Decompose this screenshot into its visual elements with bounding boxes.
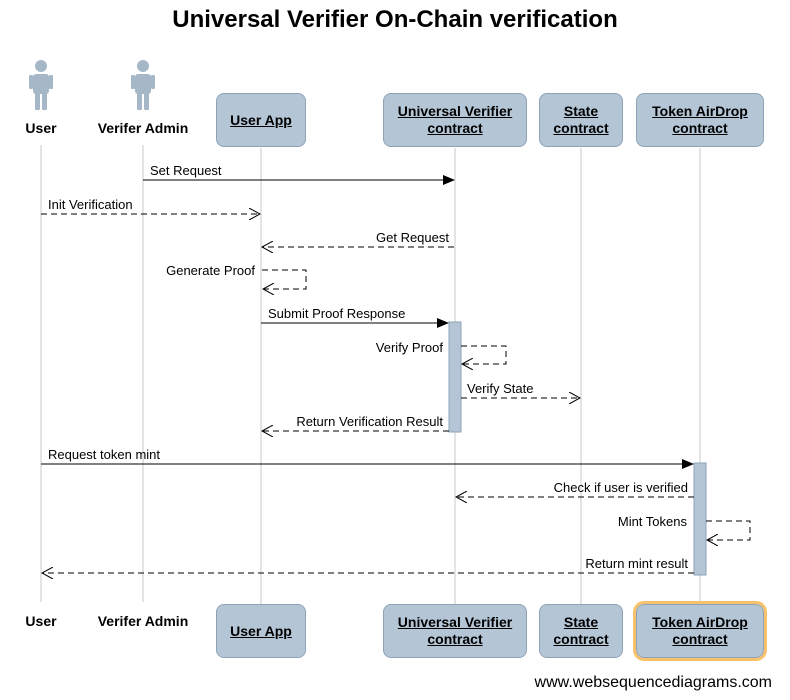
participant-airdrop-top[interactable]: Token AirDrop contract <box>636 93 764 147</box>
actor-admin-label-top: Verifer Admin <box>97 120 189 136</box>
participant-state-label-line2: contract <box>553 631 609 647</box>
msg-init-verification-label: Init Verification <box>48 197 133 212</box>
participant-uv-label-line2: contract <box>427 631 483 647</box>
msg-return-verification-label: Return Verification Result <box>296 414 443 429</box>
msg-verify-proof-arrow <box>461 345 507 364</box>
participant-airdrop-bottom[interactable]: Token AirDrop contract <box>633 601 767 661</box>
participant-uv-label-line2: contract <box>427 120 483 136</box>
activation-uv <box>448 321 462 433</box>
participant-uv-label-line1: Universal Verifier <box>397 614 513 630</box>
participant-uv-top[interactable]: Universal Verifier contract <box>383 93 527 147</box>
msg-verify-state-label: Verify State <box>467 381 533 396</box>
msg-request-token-mint-label: Request token mint <box>48 447 160 462</box>
msg-generate-proof-arrow <box>262 269 307 289</box>
participant-airdrop-label-line2: contract <box>672 120 728 136</box>
msg-get-request-label: Get Request <box>376 230 449 245</box>
msg-generate-proof-label: Generate Proof <box>166 263 255 278</box>
participant-state-top[interactable]: State contract <box>539 93 623 147</box>
participant-airdrop-label-line1: Token AirDrop <box>652 614 748 630</box>
participant-userapp-label: User App <box>230 111 292 128</box>
participant-airdrop-label-line2: contract <box>672 631 728 647</box>
participant-state-label-line1: State <box>563 614 599 630</box>
msg-check-verified-label: Check if user is verified <box>554 480 688 495</box>
actor-admin-label-bottom: Verifer Admin <box>97 613 189 629</box>
msg-set-request-label: Set Request <box>150 163 222 178</box>
participant-userapp-bottom[interactable]: User App <box>216 604 306 658</box>
activation-airdrop <box>693 462 707 576</box>
participant-state-bottom[interactable]: State contract <box>539 604 623 658</box>
footer-credit: www.websequencediagrams.com <box>534 674 772 691</box>
actor-admin-icon <box>131 60 155 110</box>
participant-userapp-top[interactable]: User App <box>216 93 306 147</box>
msg-mint-tokens-arrow <box>706 520 751 540</box>
msg-verify-proof-label: Verify Proof <box>376 340 444 355</box>
participant-state-label-line2: contract <box>553 120 609 136</box>
participant-airdrop-label-line1: Token AirDrop <box>652 103 748 119</box>
msg-return-mint-result-label: Return mint result <box>585 556 688 571</box>
lifelines <box>40 145 701 605</box>
participant-userapp-label: User App <box>230 622 292 639</box>
msg-mint-tokens-label: Mint Tokens <box>618 514 688 529</box>
actor-user-icon <box>29 60 53 110</box>
msg-submit-proof-label: Submit Proof Response <box>268 306 405 321</box>
actor-user-label-bottom: User <box>25 613 57 629</box>
participant-state-label-line1: State <box>563 103 599 119</box>
actor-user-label-top: User <box>25 120 57 136</box>
diagram-title: Universal Verifier On-Chain verification <box>172 6 618 33</box>
participant-uv-bottom[interactable]: Universal Verifier contract <box>383 604 527 658</box>
participant-uv-label-line1: Universal Verifier <box>397 103 513 119</box>
